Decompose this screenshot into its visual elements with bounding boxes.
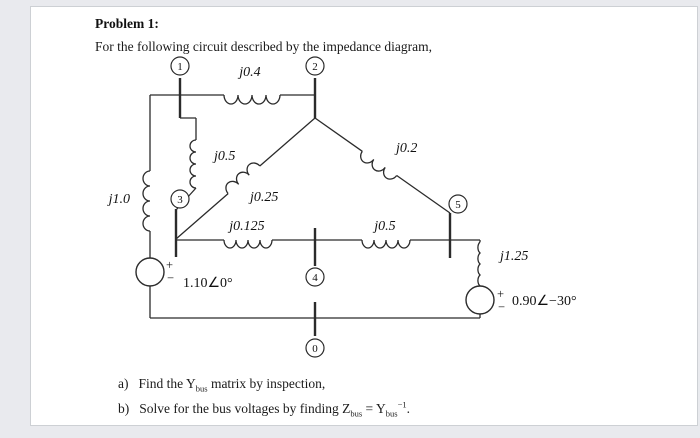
bus-marker-5: 5	[448, 194, 468, 214]
question-b-text: Solve for the bus voltages by finding Zb…	[139, 399, 411, 419]
subscript-bus: bus	[350, 408, 363, 419]
label-z23: j0.25	[248, 190, 278, 205]
bus-bars	[174, 78, 452, 336]
bus-marker-2: 2	[305, 56, 325, 76]
document-page	[30, 6, 698, 426]
label-z13: j0.5	[212, 149, 235, 164]
question-b: b) Solve for the bus voltages by finding …	[118, 399, 410, 418]
label-z45: j0.5	[372, 219, 395, 234]
source-right-icon	[465, 285, 495, 315]
source-left-value: 1.10∠0°	[183, 276, 233, 291]
label-zg1: j1.0	[107, 192, 130, 207]
subscript-bus: bus	[195, 383, 208, 394]
label-z34: j0.125	[227, 219, 264, 234]
source-right-plus: +	[497, 287, 504, 301]
coil-z25-icon	[360, 150, 398, 180]
bus-label-4: 4	[312, 272, 318, 284]
bus-label-1: 1	[177, 61, 183, 73]
label-z25: j0.2	[394, 141, 417, 156]
question-a-text: Find the Ybus matrix by inspection,	[138, 376, 326, 394]
coil-z34-icon	[223, 239, 273, 249]
coil-z13-icon	[189, 139, 197, 189]
coil-zg5-icon	[477, 241, 481, 287]
bus-label-0: 0	[312, 343, 318, 355]
bus-label-3: 3	[177, 194, 183, 206]
source-left-plus: +	[166, 258, 173, 272]
question-a: a) Find the Ybus matrix by inspection,	[118, 376, 325, 394]
source-right-value: 0.90∠−30°	[512, 294, 577, 309]
bus-marker-1: 1	[170, 56, 190, 76]
coil-z23-icon	[225, 162, 261, 194]
question-a-label: a)	[118, 376, 129, 391]
bus-marker-4: 4	[305, 267, 325, 287]
bus-marker-3: 3	[170, 189, 190, 209]
bus-label-2: 2	[312, 61, 318, 73]
source-left-icon	[135, 257, 165, 287]
coil-zg1-icon	[142, 170, 151, 232]
problem-intro: For the following circuit described by t…	[95, 39, 433, 54]
coil-z25-group	[360, 150, 398, 180]
bus-marker-0: 0	[305, 338, 325, 358]
subscript-bus: bus	[385, 408, 398, 419]
source-right-minus: −	[498, 300, 505, 314]
superscript-inverse: −1	[397, 399, 407, 409]
coil-z23-group	[225, 162, 261, 194]
source-left-minus: −	[167, 271, 174, 285]
label-zg5: j1.25	[498, 249, 528, 264]
label-z12: j0.4	[237, 65, 260, 80]
coil-z45-icon	[361, 239, 411, 249]
bus-label-5: 5	[455, 199, 461, 211]
coil-z12-icon	[223, 94, 281, 105]
question-b-label: b)	[118, 400, 130, 416]
problem-title: Problem 1:	[95, 16, 159, 31]
